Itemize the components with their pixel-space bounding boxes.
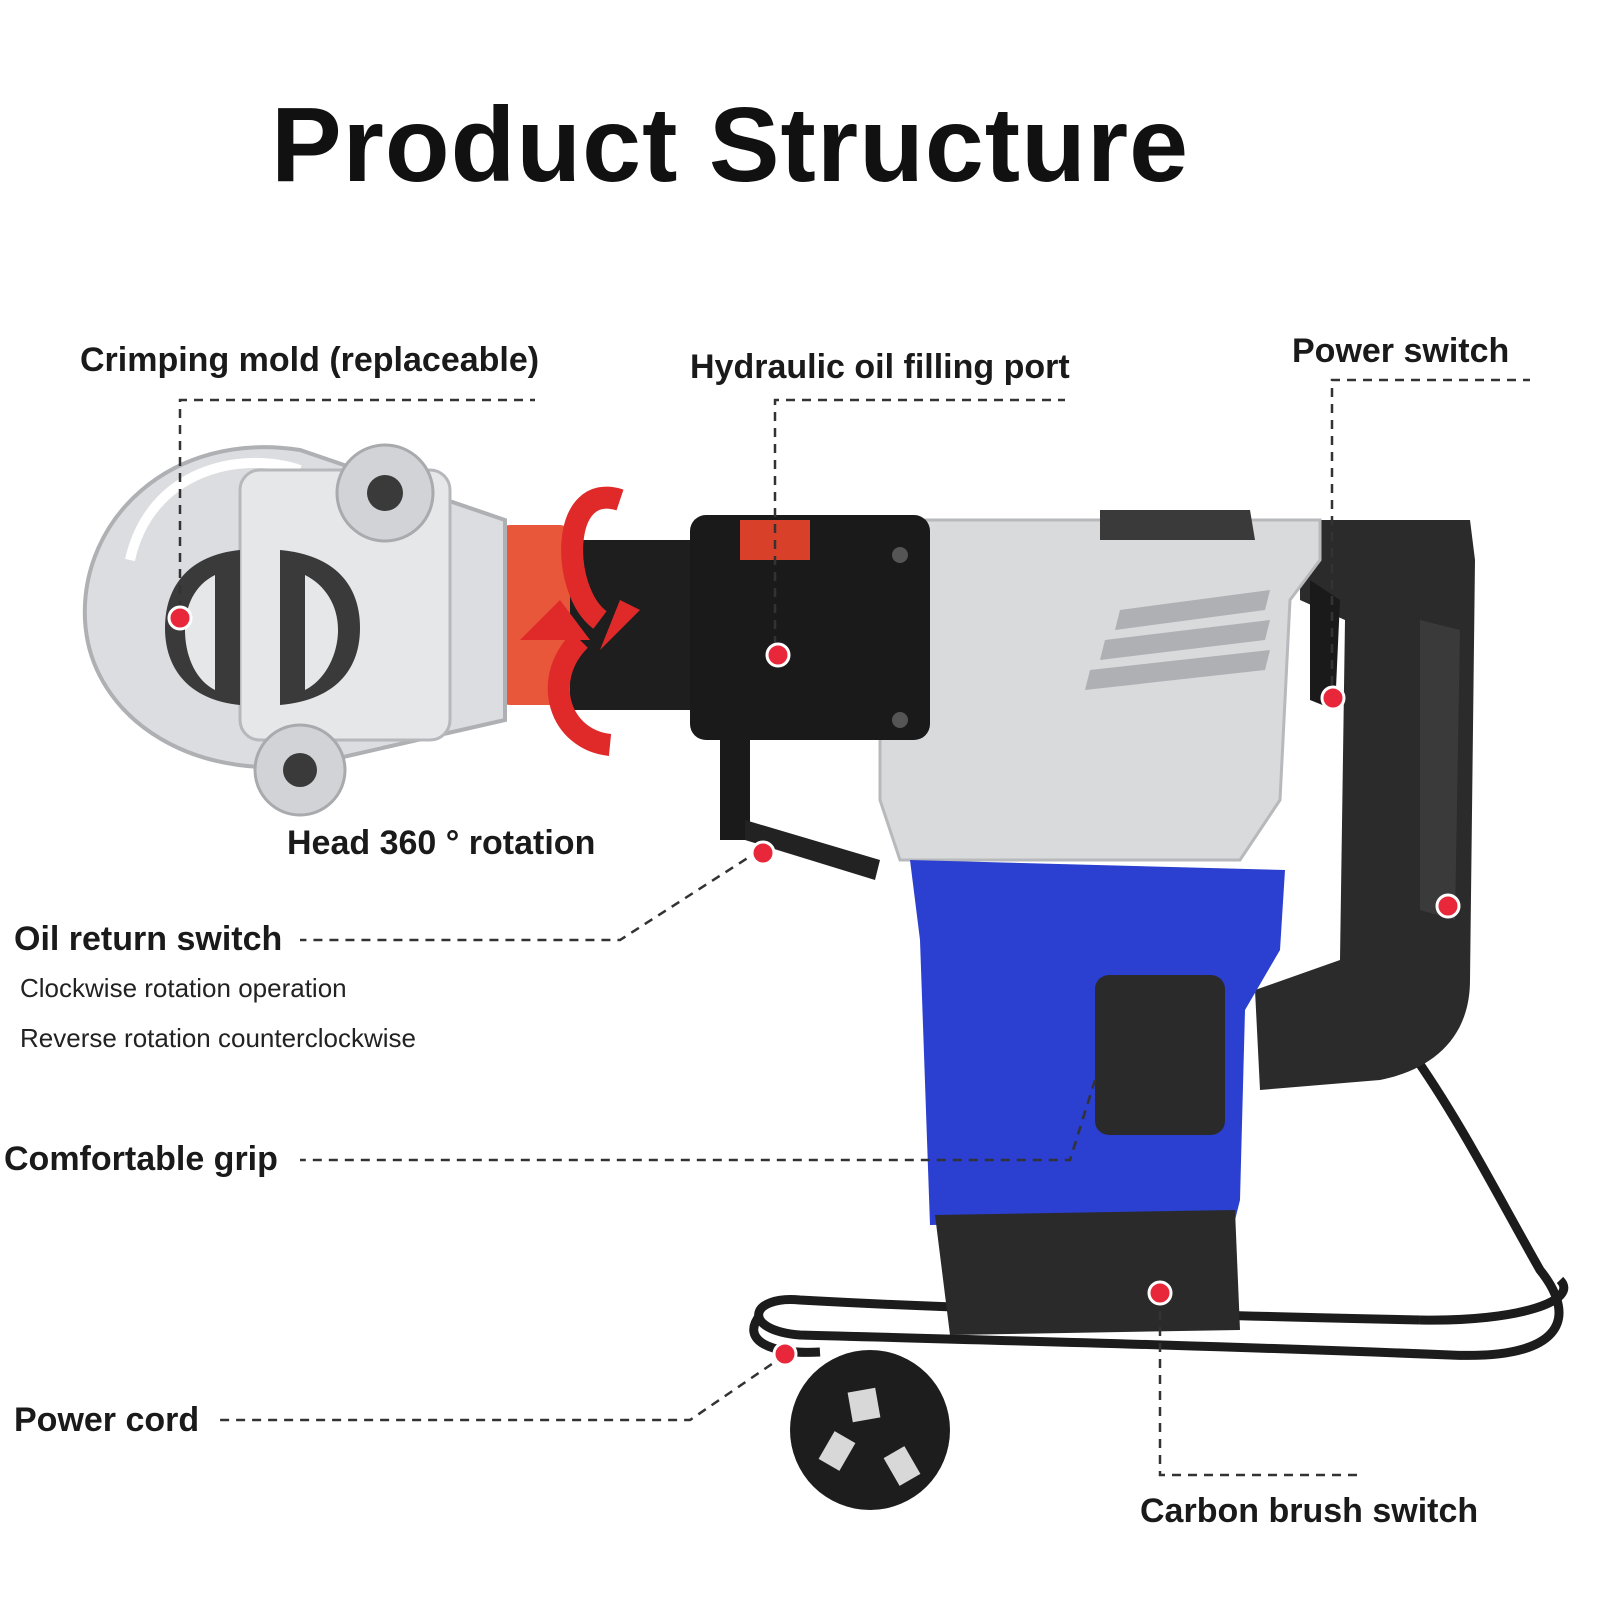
- label-comfortable-grip: Comfortable grip: [4, 1140, 278, 1178]
- marker-oil-port: [765, 642, 791, 668]
- label-head-rotation: Head 360 ° rotation: [287, 824, 596, 862]
- crimping-head: [82, 443, 507, 817]
- rotation-arrowhead-icon: [600, 600, 640, 650]
- rear-handle: [1255, 520, 1475, 1090]
- rotation-arrow-icon: [547, 486, 624, 756]
- marker-carbon-brush: [1147, 1280, 1173, 1306]
- label-oil-return-counterclockwise: Reverse rotation counterclockwise: [20, 1023, 416, 1053]
- leader-lines: [178, 378, 1530, 1477]
- power-plug-icon: [790, 1350, 950, 1510]
- label-power-switch: Power switch: [1292, 332, 1510, 370]
- marker-power-cord: [772, 1341, 798, 1367]
- label-crimping-mold: Crimping mold (replaceable): [80, 341, 540, 379]
- motor-body: [910, 860, 1285, 1335]
- gearbox-housing: [878, 510, 1322, 862]
- label-oil-return-switch: Oil return switch: [14, 920, 283, 958]
- marker-crimping-mold: [167, 605, 193, 631]
- orange-collar: [500, 525, 570, 705]
- label-carbon-brush-switch: Carbon brush switch: [1140, 1492, 1479, 1530]
- label-oil-filling-port: Hydraulic oil filling port: [690, 348, 1070, 386]
- hydraulic-cylinder: [555, 515, 930, 880]
- callout-markers: [167, 605, 1461, 1367]
- marker-oil-return: [750, 840, 776, 866]
- marker-power-switch: [1320, 685, 1346, 711]
- rotation-arrowhead-icon: [520, 600, 590, 640]
- page-title: Product Structure: [270, 86, 1190, 204]
- label-oil-return-clockwise: Clockwise rotation operation: [20, 973, 347, 1003]
- label-power-cord: Power cord: [14, 1401, 200, 1439]
- marker-grip: [1435, 893, 1461, 919]
